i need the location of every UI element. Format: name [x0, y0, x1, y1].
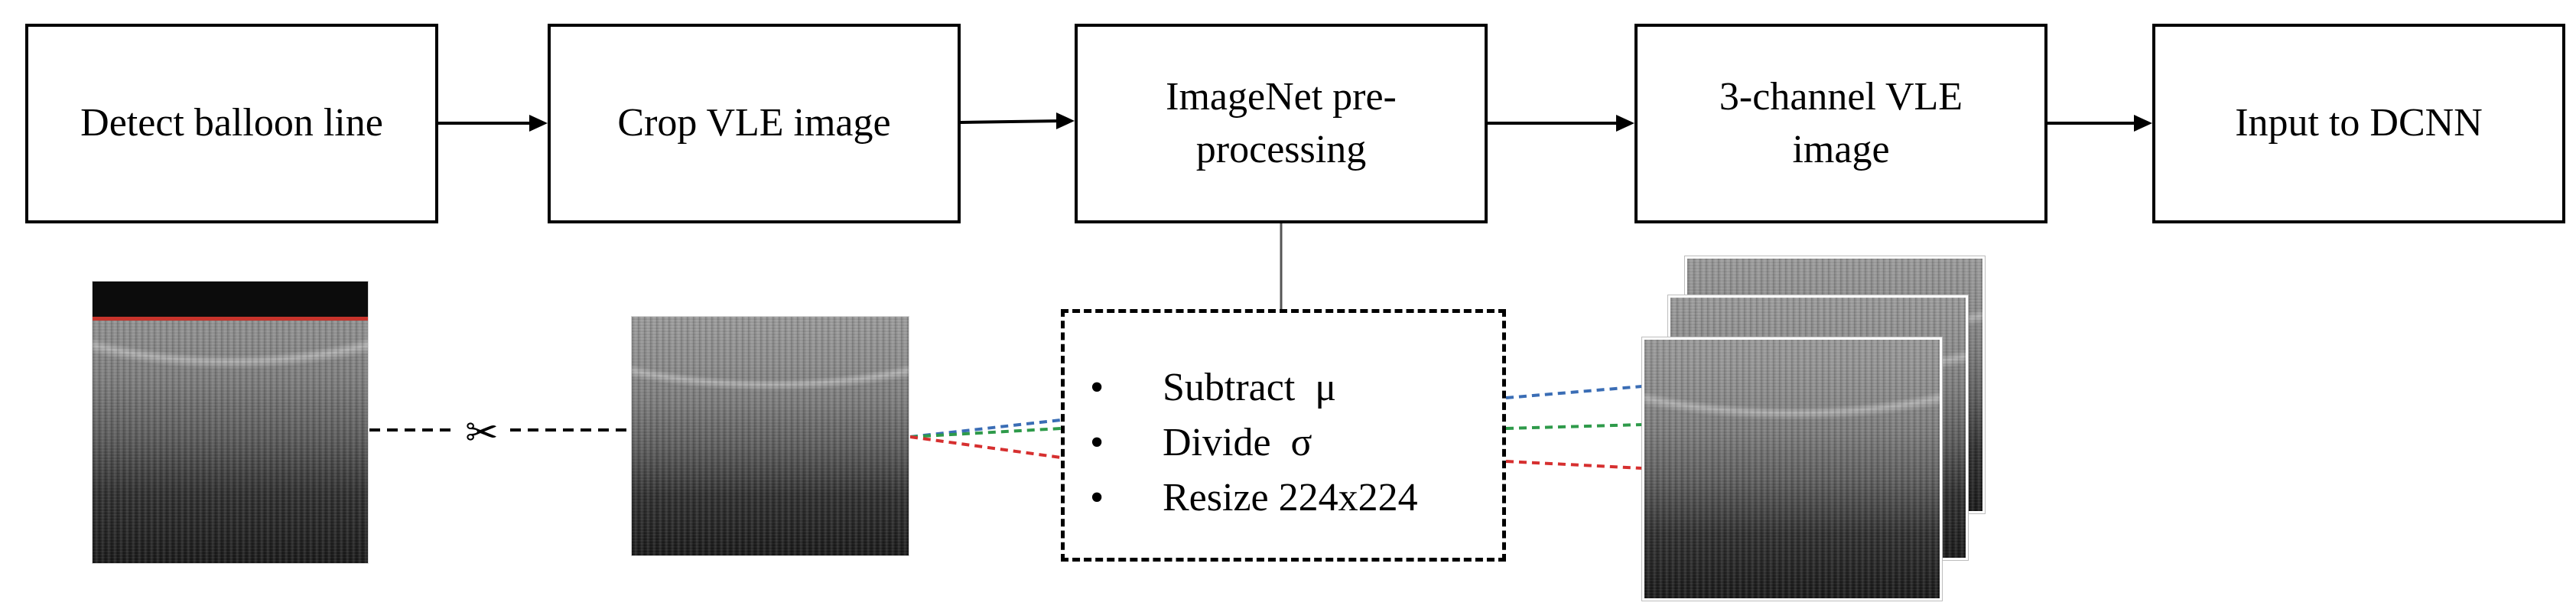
bullet: • — [1090, 366, 1104, 409]
preprocessing-op-divide-std: Divide σ — [1163, 421, 1312, 464]
preprocessing-steps-box: • Subtract μ • Divide σ • Resize 224x224 — [1061, 309, 1506, 562]
step-detect-balloon-line: Detect balloon line — [25, 24, 438, 223]
arrowhead-3channel — [1616, 115, 1634, 132]
step-imagenet-preprocessing: ImageNet pre- processing — [1075, 24, 1488, 223]
channel-line-green-out — [1505, 423, 1643, 430]
step-arrows — [438, 119, 2140, 125]
preprocessing-op-resize: Resize 224x224 — [1163, 476, 1418, 519]
channel-line-blue-out — [1505, 385, 1643, 399]
channel-line-red-out — [1505, 460, 1643, 470]
step-input-to-dcnn: Input to DCNN — [2152, 24, 2565, 223]
bullet: • — [1090, 476, 1104, 519]
scan-dark-band — [93, 282, 368, 318]
step-3-channel-vle-image: 3-channel VLE image — [1634, 24, 2047, 223]
step-label: 3-channel VLE image — [1719, 74, 1963, 171]
step-crop-vle-image: Crop VLE image — [548, 24, 961, 223]
bullet: • — [1090, 421, 1104, 464]
balloon-line-marker — [93, 317, 368, 321]
channel-split-lines-in — [909, 418, 1062, 459]
channel-line-green-in — [909, 427, 1062, 438]
step-label: Detect balloon line — [80, 101, 383, 145]
channel-line-red-in — [909, 435, 1062, 459]
step-label: Crop VLE image — [617, 101, 891, 145]
step-label: Input to DCNN — [2235, 101, 2483, 145]
channel-split-lines-out — [1505, 385, 1643, 470]
arrowhead-preprocessing — [1056, 112, 1075, 129]
arrow-crop-to-preprocessing — [960, 119, 1063, 124]
vle-scan-cropped-image — [632, 317, 909, 555]
arrowheads — [529, 112, 2152, 132]
channel-line-blue-in — [909, 418, 1062, 438]
arrowhead-dcnn — [2134, 115, 2152, 132]
arrowhead-crop — [529, 115, 548, 132]
vle-scan-original-image — [93, 282, 368, 563]
vle-channel-image-1 — [1642, 337, 1942, 601]
preprocessing-op-subtract-mean: Subtract μ — [1163, 366, 1337, 409]
scissors-icon: ✂ — [457, 413, 506, 453]
step-label: ImageNet pre- processing — [1166, 74, 1397, 171]
